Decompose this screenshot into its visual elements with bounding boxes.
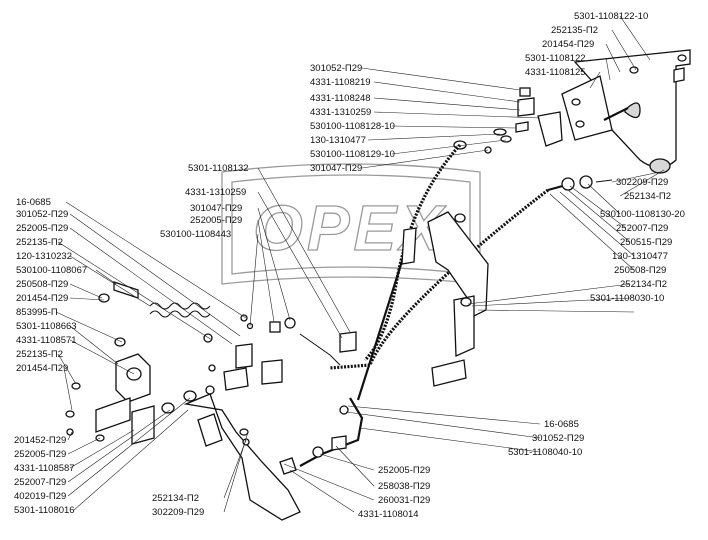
label-252135-p2-left: 252135-П2 — [16, 237, 63, 248]
label-5301-1108040-10: 5301-1108040-10 — [508, 447, 582, 458]
label-252134-p2-right: 252134-П2 — [624, 191, 671, 202]
label-16-0685-right: 16-0685 — [544, 419, 579, 430]
label-252135-p2-left2: 252135-П2 — [16, 349, 63, 360]
label-4331-1108571: 4331-1108571 — [16, 335, 77, 346]
label-4331-1108219: 4331-1108219 — [310, 77, 371, 88]
label-4331-1310259-top: 4331-1310259 — [310, 107, 371, 118]
label-301052-p29-left: 301052-П29 — [16, 209, 68, 220]
label-252007-p29-left: 252007-П29 — [14, 477, 66, 488]
label-252135-p2-top: 252135-П2 — [551, 25, 598, 36]
label-250515-p29: 250515-П29 — [620, 237, 672, 248]
left-parts — [65, 281, 283, 445]
label-252005-p29-bottom: 252005-П29 — [14, 449, 66, 460]
label-252007-p29-right: 252007-П29 — [616, 223, 668, 234]
label-530100-1108443: 530100-1108443 — [160, 229, 231, 240]
label-301052-p29-top: 301052-П29 — [310, 63, 362, 74]
label-5301-1108132: 5301-1108132 — [188, 163, 249, 174]
label-120-1310232: 120-1310232 — [16, 251, 72, 262]
leader-lines — [55, 15, 665, 513]
label-5301-1108663: 5301-1108663 — [16, 321, 77, 332]
label-4331-1310259-mid: 4331-1310259 — [185, 187, 246, 198]
label-530100-1108128-10: 530100-1108128-10 — [310, 121, 395, 132]
label-201452-p29: 201452-П29 — [14, 435, 66, 446]
label-252005-p29-left: 252005-П29 — [16, 223, 68, 234]
label-130-1310477-top: 130-1310477 — [310, 135, 366, 146]
label-4331-1108587: 4331-1108587 — [14, 463, 75, 474]
label-853995-p: 853995-П — [16, 307, 58, 318]
middle-parts — [240, 314, 357, 353]
label-301047-p29-top: 301047-П29 — [310, 163, 362, 174]
label-4331-1108125: 4331-1108125 — [525, 67, 586, 78]
label-402019-p29: 402019-П29 — [14, 491, 66, 502]
label-252134-p2-bottom: 252134-П2 — [152, 493, 199, 504]
label-201454-p29-left: 201454-П29 — [16, 293, 68, 304]
label-16-0685-left: 16-0685 — [16, 197, 51, 208]
label-5301-1108122-10: 5301-1108122-10 — [574, 11, 648, 22]
label-260031-p29: 260031-П29 — [378, 495, 430, 506]
label-301052-p29-right: 301052-П29 — [532, 433, 584, 444]
watermark-logo-text: OPEX — [253, 192, 447, 264]
label-5301-1108122: 5301-1108122 — [525, 53, 586, 64]
label-250508-p29-left: 250508-П29 — [16, 279, 68, 290]
label-252005-p29-mid: 252005-П29 — [190, 215, 242, 226]
accelerator-pedal — [183, 393, 301, 521]
label-530100-1108130-20: 530100-1108130-20 — [600, 209, 685, 220]
label-4331-1108014: 4331-1108014 — [358, 509, 419, 520]
label-530100-1108129-10: 530100-1108129-10 — [310, 149, 395, 160]
label-302209-p29-right: 302209-П29 — [616, 177, 668, 188]
label-258038-p29: 258038-П29 — [378, 481, 430, 492]
label-5301-1108016: 5301-1108016 — [14, 505, 75, 516]
label-4331-1108248: 4331-1108248 — [310, 93, 371, 104]
label-530100-1108067: 530100-1108067 — [16, 265, 87, 276]
label-301047-p29-mid: 301047-П29 — [190, 203, 242, 214]
upper-bracket-assembly — [561, 49, 691, 174]
label-201454-p29-top: 201454-П29 — [542, 39, 594, 50]
label-5301-1108030-10: 5301-1108030-10 — [590, 293, 664, 304]
label-252134-p2-right2: 252134-П2 — [620, 279, 667, 290]
label-302209-p29-bottom: 302209-П29 — [152, 507, 204, 518]
label-252005-p29-lower: 252005-П29 — [378, 465, 430, 476]
label-201454-p29-left2: 201454-П29 — [16, 363, 68, 374]
label-250508-p29-right: 250508-П29 — [614, 265, 666, 276]
label-130-1310477-right: 130-1310477 — [612, 251, 668, 262]
clip-parts-top — [453, 87, 563, 154]
part-number-labels: 5301-1108122-10 252135-П2 201454-П29 530… — [14, 11, 685, 520]
lower-linkage — [279, 397, 364, 475]
pedal-bracket-right — [356, 211, 489, 401]
